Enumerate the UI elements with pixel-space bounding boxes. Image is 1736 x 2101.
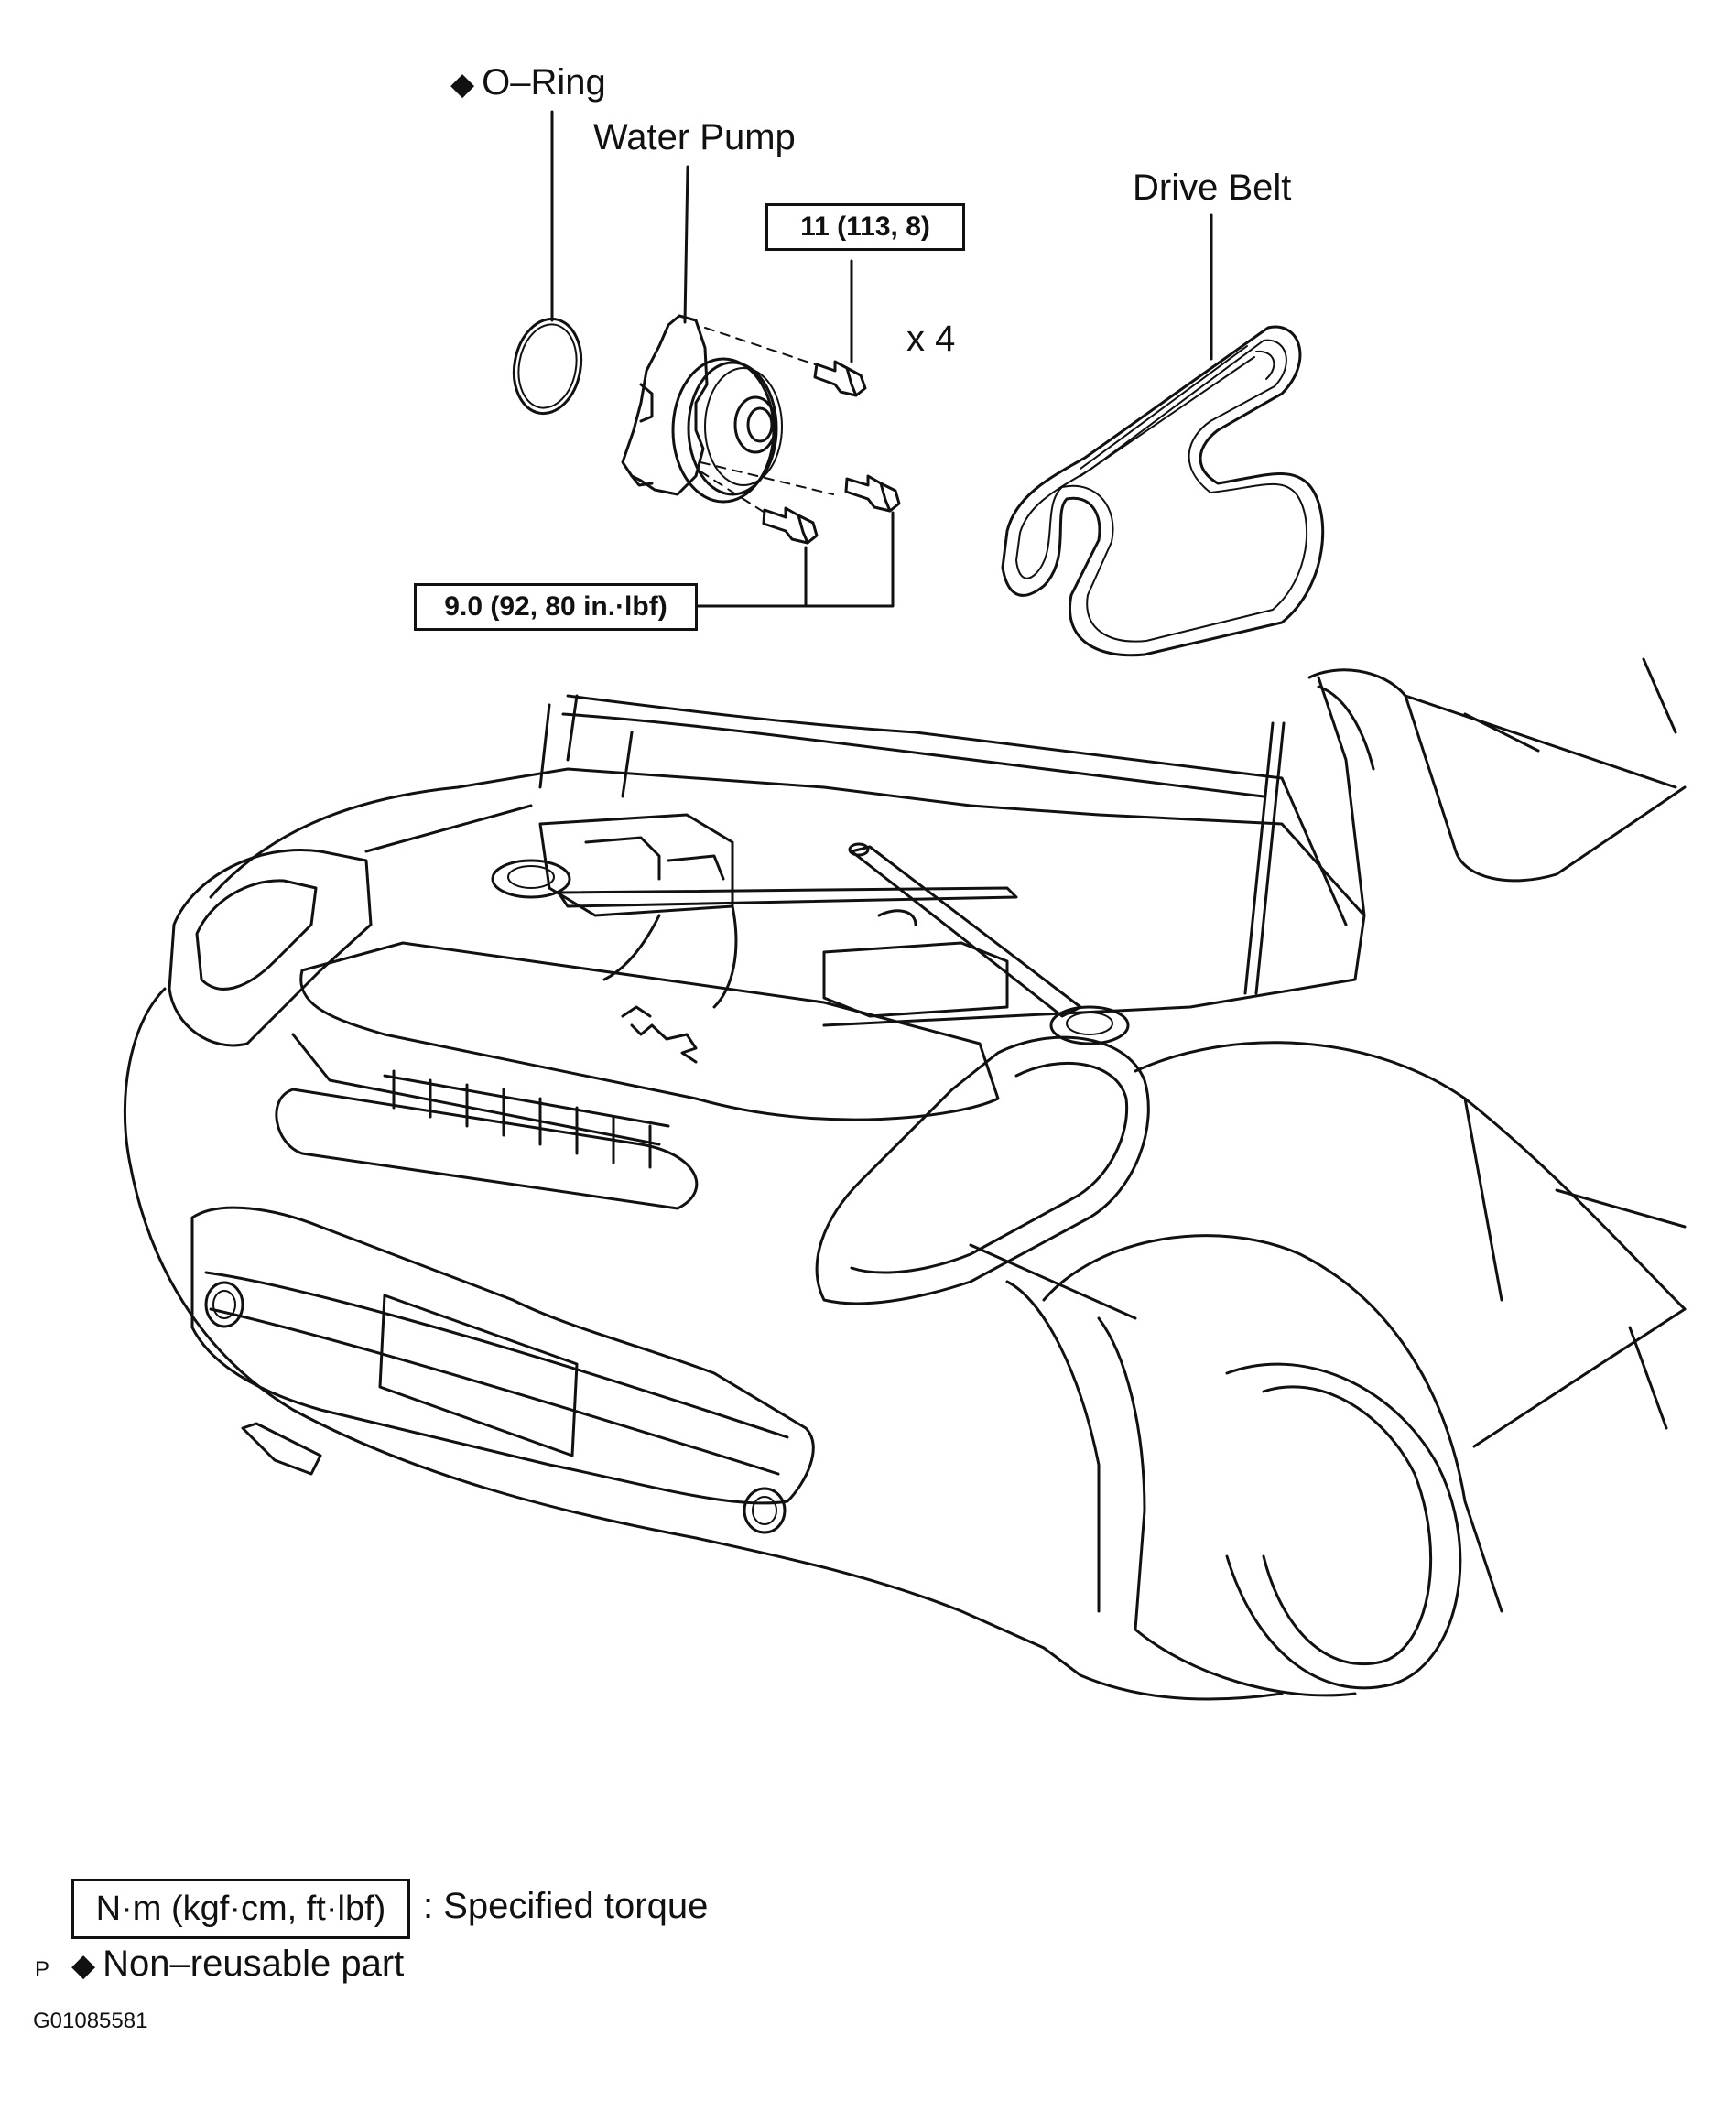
car-illustration [123, 657, 1687, 1701]
bolt-upper [813, 259, 867, 397]
footer-mark: P [35, 1957, 50, 1982]
torque-lower-leader [694, 511, 895, 608]
o-ring-part [512, 110, 583, 416]
legend-non-reusable: ◆Non–reusable part [71, 1945, 404, 1982]
drive-belt-label: Drive Belt [1133, 168, 1292, 208]
water-pump-label: Water Pump [593, 117, 796, 157]
legend-non-reusable-text: Non–reusable part [103, 1944, 405, 1984]
bolt-middle [844, 474, 901, 513]
o-ring-text: O–Ring [482, 62, 606, 103]
legend-torque-desc: : Specified torque [423, 1886, 709, 1926]
water-pump-leader-line [683, 165, 689, 324]
legend-torque-units-box: N·m (kgf·cm, ft·lbf) [71, 1879, 410, 1939]
figure-id: G01085581 [33, 2009, 148, 2033]
non-reusable-diamond-icon: ◆ [450, 67, 475, 102]
drive-belt-part [1001, 213, 1325, 657]
torque-lower-box: 9.0 (92, 80 in.·lbf) [414, 583, 698, 631]
bolt-quantity-label: x 4 [906, 319, 956, 359]
torque-upper-box: 11 (113, 8) [765, 203, 965, 251]
legend-diamond-icon: ◆ [71, 1948, 96, 1983]
o-ring-label: ◆O–Ring [450, 64, 606, 101]
water-pump-part [621, 165, 834, 516]
bolt-lower [762, 506, 819, 545]
